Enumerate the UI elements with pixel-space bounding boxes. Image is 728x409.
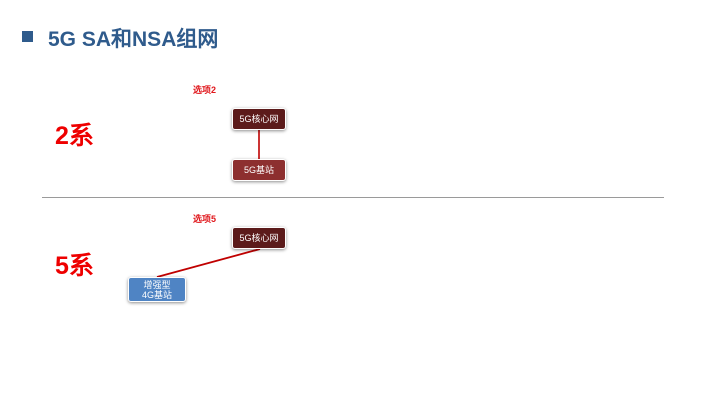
option5-enb-node: 增强型 4G基站: [128, 277, 186, 302]
node-label: 5G基站: [243, 165, 274, 175]
link-option5: [156, 248, 261, 278]
section-divider: [42, 197, 664, 198]
node-label-line1: 增强型: [143, 279, 171, 290]
node-label: 5G核心网: [239, 233, 279, 243]
page-title: 5G SA和NSA组网: [48, 28, 219, 51]
option2-series: 2系: [55, 122, 94, 150]
node-label-line2: 4G基站: [141, 289, 172, 300]
option2-gnb-node: 5G基站: [232, 159, 286, 181]
title-bullet-icon: [22, 31, 33, 42]
option5-label: 选项5: [193, 214, 217, 224]
option2-label: 选项2: [193, 85, 217, 95]
option5-core-node: 5G核心网: [232, 227, 286, 249]
node-label: 5G核心网: [239, 114, 279, 124]
option2-core-node: 5G核心网: [232, 108, 286, 130]
option5-series: 5系: [55, 252, 94, 280]
